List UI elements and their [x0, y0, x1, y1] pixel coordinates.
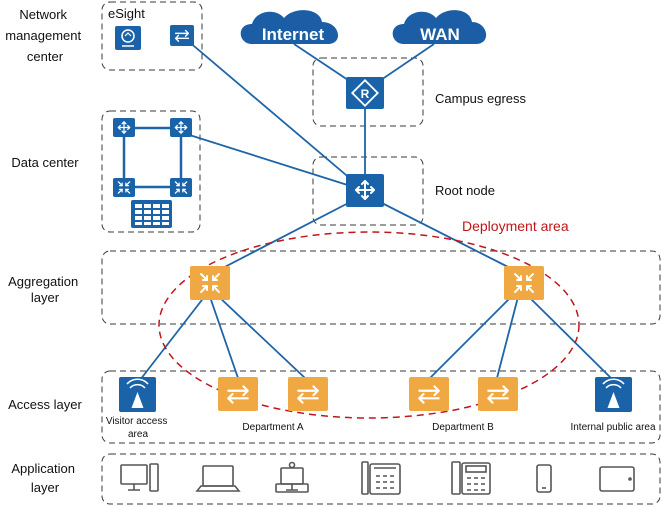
application-region — [101, 453, 661, 505]
aggregation-layer-label: Aggregation layer — [8, 274, 82, 305]
esight-label: eSight — [108, 6, 145, 21]
nmc-switch-icon — [170, 25, 194, 46]
access-switch-a2-icon — [288, 377, 328, 411]
root-node-region — [312, 156, 424, 226]
access-layer-label: Access layer — [8, 397, 82, 412]
link-agg-left-dept-a2 — [217, 295, 306, 379]
agg-switch-left-icon — [190, 266, 230, 300]
access-region — [101, 370, 661, 444]
dc-core-switch-1-icon — [113, 118, 135, 137]
video-terminal-icon — [275, 461, 309, 493]
router-letter: R — [361, 87, 370, 101]
nmc-label: Network management center — [5, 7, 85, 64]
access-switch-b1-icon — [409, 377, 449, 411]
desktop-pc-icon — [120, 463, 159, 492]
department-a-label: Department A — [242, 422, 303, 433]
link-agg-left-visitor — [139, 295, 206, 381]
link-dc-root — [179, 131, 358, 189]
visitor-access-area-label: Visitor access area — [106, 416, 170, 440]
esight-server-icon — [115, 26, 141, 50]
application-layer-label: Application layer — [11, 461, 78, 495]
dc-agg-switch-2-icon — [170, 178, 192, 197]
link-root-agg-left — [214, 197, 359, 273]
dc-agg-switch-1-icon — [113, 178, 135, 197]
root-node-label: Root node — [435, 183, 495, 198]
desk-phone-icon — [361, 461, 401, 495]
department-b-label: Department B — [432, 422, 494, 433]
campus-egress-region — [312, 57, 424, 127]
campus-egress-label: Campus egress — [435, 91, 527, 106]
internet-label: Internet — [262, 25, 325, 44]
internal-ap-icon — [595, 377, 632, 412]
internet-cloud-icon: Internet — [240, 10, 339, 44]
dc-switch-ring — [122, 126, 183, 189]
wan-cloud-icon: WAN — [392, 10, 487, 44]
link-agg-left-dept-a1 — [209, 296, 239, 379]
deployment-area-ellipse — [158, 231, 580, 419]
data-center-label: Data center — [11, 155, 79, 170]
access-switch-a1-icon — [218, 377, 258, 411]
root-core-switch-icon — [346, 174, 384, 207]
dc-core-switch-2-icon — [170, 118, 192, 137]
data-center-region — [101, 110, 201, 233]
agg-switch-right-icon — [504, 266, 544, 300]
deployment-area-label: Deployment area — [462, 218, 569, 234]
ip-phone-icon — [451, 461, 491, 495]
link-root-agg-right — [371, 197, 519, 273]
smartphone-icon — [536, 464, 552, 493]
visitor-ap-icon — [119, 377, 156, 412]
internal-public-area-label: Internal public area — [570, 422, 655, 433]
egress-router-icon: R — [346, 77, 384, 109]
dc-storage-icon — [131, 200, 172, 228]
laptop-icon — [195, 465, 241, 492]
aggregation-region — [101, 250, 661, 325]
access-switch-b2-icon — [478, 377, 518, 411]
nmc-region — [101, 1, 203, 71]
link-agg-right-internal — [527, 295, 614, 381]
wan-label: WAN — [420, 25, 460, 44]
link-agg-right-dept-b2 — [496, 296, 519, 379]
tablet-icon — [599, 466, 635, 492]
link-esight-root — [180, 34, 360, 187]
link-agg-right-dept-b1 — [429, 295, 513, 379]
